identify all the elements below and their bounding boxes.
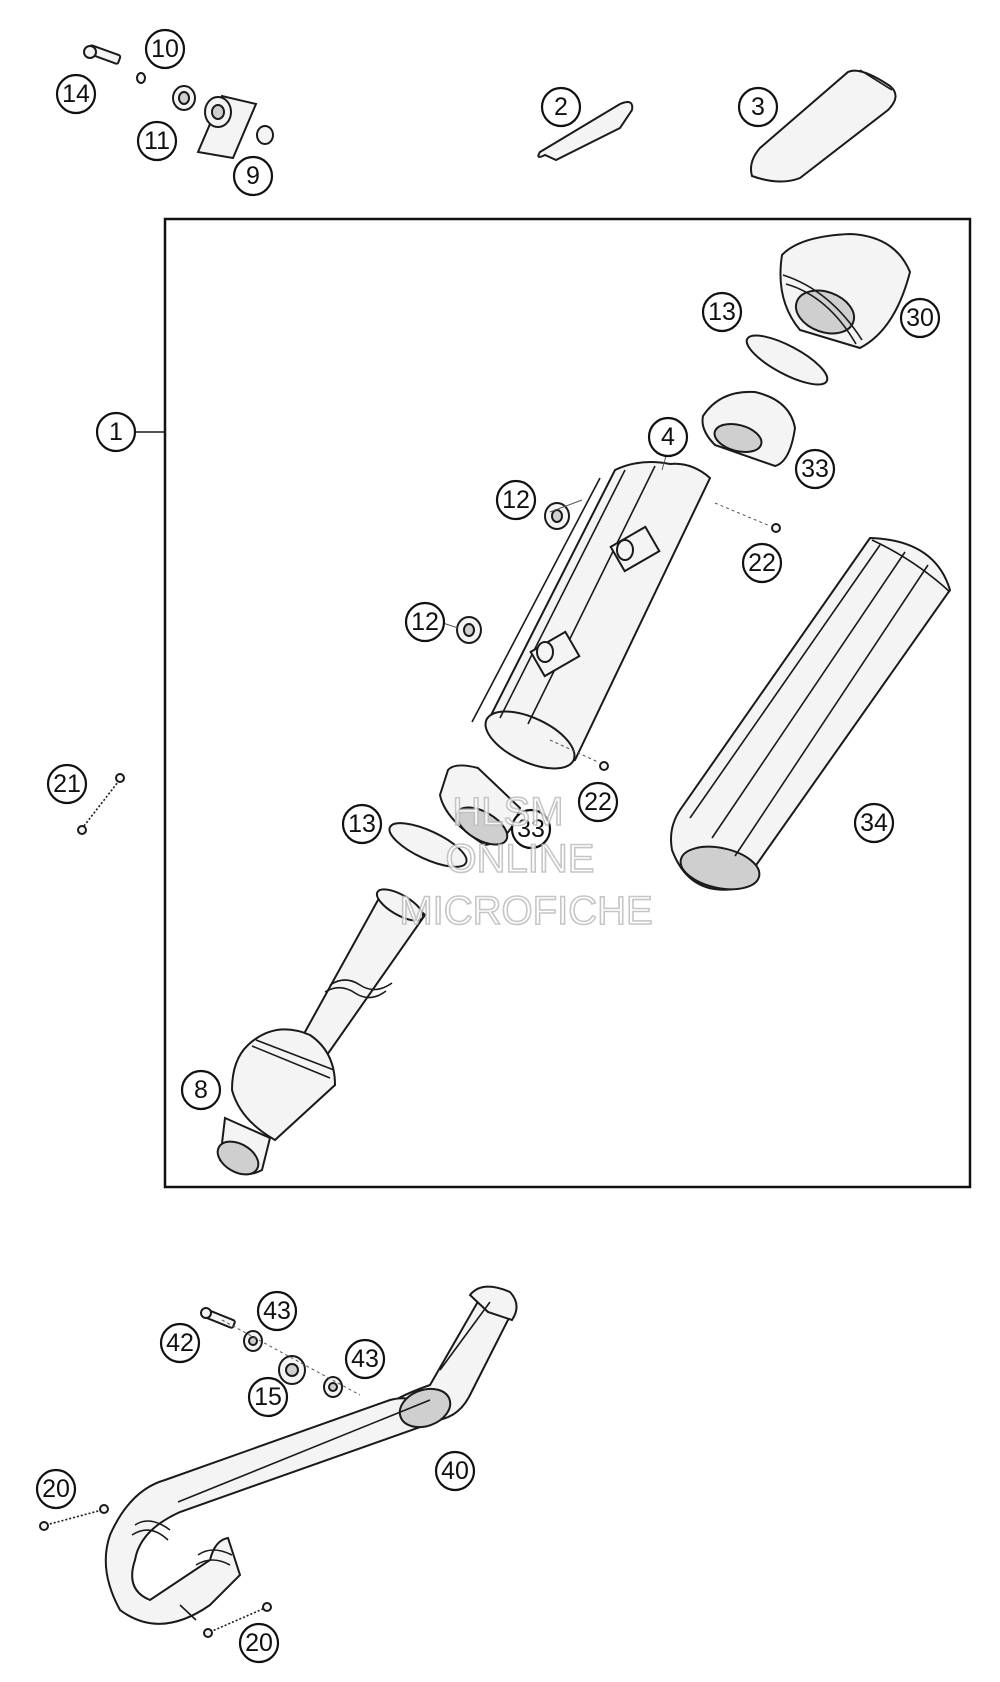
part-end-cap-30 [779,232,912,350]
svg-text:43: 43 [351,1345,379,1373]
callout-43-right: 43 [344,1338,386,1380]
callout-15: 15 [247,1376,289,1418]
part-silencer-inner-4 [471,461,712,770]
part-spring-20-right [179,1602,272,1638]
part-washer-10 [136,72,146,84]
svg-text:12: 12 [411,608,439,636]
part-header-pipe-40 [104,1285,518,1625]
part-washer-43-right [323,1376,343,1398]
watermark: HLSM ONLINE MICROFICHE [399,789,654,934]
callout-11: 11 [136,120,178,162]
svg-text:ONLINE: ONLINE [446,837,595,881]
callout-33-upper: 33 [794,448,836,490]
callout-9: 9 [232,155,274,197]
callout-30: 30 [899,297,941,339]
callout-13-upper: 13 [701,291,743,333]
svg-text:22: 22 [748,549,776,577]
part-inner-cone-33-upper [701,390,797,468]
svg-text:20: 20 [245,1629,273,1657]
svg-text:12: 12 [502,486,530,514]
part-washer-43-left [243,1330,263,1352]
svg-text:2: 2 [554,93,568,121]
svg-text:22: 22 [584,788,612,816]
svg-text:20: 20 [42,1475,70,1503]
callout-13-lower: 13 [341,803,383,845]
callout-21: 21 [46,763,88,805]
svg-text:43: 43 [263,1297,291,1325]
svg-text:13: 13 [348,810,376,838]
part-grommet-15 [278,1355,306,1385]
callout-2: 2 [540,86,582,128]
svg-text:42: 42 [166,1329,194,1357]
part-heat-shield-2 [537,101,634,162]
part-bolt-42 [200,1307,236,1329]
svg-text:33: 33 [517,815,545,843]
part-cover-3 [750,69,897,183]
callout-22-upper: 22 [741,542,783,584]
svg-text:11: 11 [144,127,170,155]
part-inner-cone-33-lower [438,764,522,847]
part-silencer-sleeve-34 [670,536,952,891]
callout-20-left: 20 [35,1468,77,1510]
callout-33-lower: 33 [510,808,552,850]
svg-text:1: 1 [109,418,123,446]
part-rivet-22-upper [714,502,781,533]
callout-40: 40 [434,1450,476,1492]
callout-3: 3 [737,86,779,128]
part-spring-20-left [39,1504,109,1531]
callout-22-lower: 22 [577,781,619,823]
callout-4: 4 [647,416,689,458]
svg-text:21: 21 [53,770,81,798]
svg-text:30: 30 [906,304,934,332]
assembly-frame [163,217,972,1189]
svg-text:8: 8 [194,1076,208,1104]
part-rivet-22-lower [549,739,609,771]
part-spring-21 [77,773,125,835]
svg-text:15: 15 [254,1383,282,1411]
callout-8: 8 [180,1069,222,1111]
svg-text:3: 3 [751,93,765,121]
callout-12-upper: 12 [495,479,537,521]
callout-42: 42 [159,1322,201,1364]
part-grommet-11 [172,85,196,111]
callout-1: 1 [95,411,137,453]
svg-text:9: 9 [246,162,260,190]
svg-text:34: 34 [860,809,888,837]
svg-text:40: 40 [441,1457,469,1485]
callout-12-lower: 12 [404,601,446,643]
part-bolt-14 [83,44,122,65]
svg-text:13: 13 [708,298,736,326]
callout-43-left: 43 [256,1290,298,1332]
callout-34: 34 [853,802,895,844]
svg-text:10: 10 [151,35,179,63]
callout-20-right: 20 [238,1622,280,1664]
callout-14: 14 [55,73,97,115]
svg-text:MICROFICHE: MICROFICHE [399,889,652,933]
part-bracket-9 [196,94,274,160]
part-gasket-13-upper [745,334,829,386]
svg-text:33: 33 [801,455,829,483]
part-mid-pipe-8 [216,888,427,1176]
part-gasket-13-lower [388,822,468,868]
svg-text:HLSM: HLSM [452,790,563,834]
part-grommet-12-upper [544,502,570,530]
svg-text:4: 4 [661,423,675,451]
svg-text:14: 14 [62,80,90,108]
callout-10: 10 [144,28,186,70]
assembly-axis-bottom [221,1319,361,1396]
part-grommet-12-lower [456,616,482,644]
